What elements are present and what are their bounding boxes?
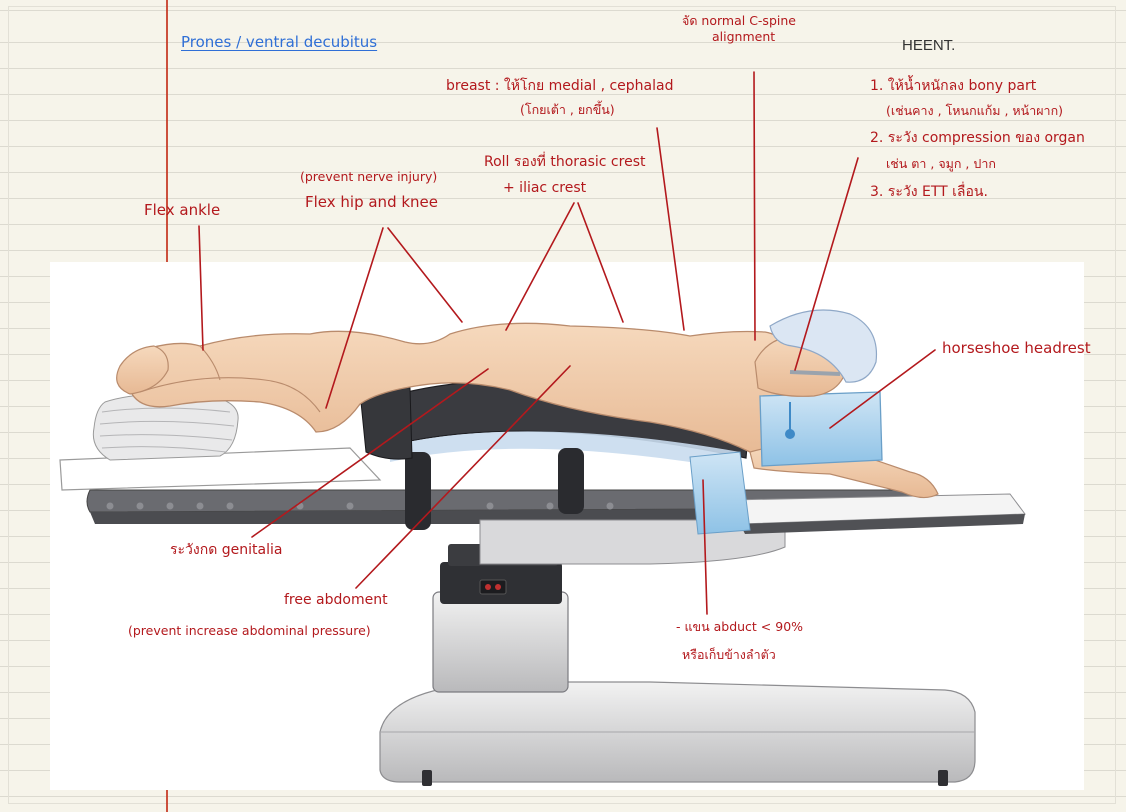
annotation-hip-line1: (prevent nerve injury) (300, 170, 437, 184)
heent-item-1: 1. ให้น้ำหนักลง bony part (870, 78, 1036, 94)
heent-item-2-detail: เช่น ตา , จมูก , ปาก (886, 157, 996, 171)
annotation-breast-line1: breast : ให้โกย medial , cephalad (446, 78, 674, 94)
horseshoe-headrest (760, 392, 882, 466)
surgical-table-figure (50, 262, 1084, 790)
annotation-ankle: Flex ankle (144, 202, 220, 219)
annotation-breast-line2: (โกยเต้า , ยกขึ้น) (520, 103, 615, 117)
page-title: Prones / ventral decubitus (181, 33, 377, 51)
annotation-abdomen-line1: free abdoment (284, 592, 388, 608)
annotation-cspine-line1: จัด normal C-spine (682, 14, 796, 28)
table-pillar (433, 592, 568, 692)
heent-item-3: 3. ระวัง ETT เลื่อน. (870, 184, 988, 200)
annotation-genitalia: ระวังกด genitalia (170, 542, 282, 558)
annotation-cspine-line2: alignment (712, 30, 775, 44)
gel-block (690, 452, 750, 534)
annotation-roll-line2: + iliac crest (503, 180, 586, 196)
heent-item-2: 2. ระวัง compression ของ organ (870, 130, 1085, 146)
annotation-arm-line1: - แขน abduct < 90% (676, 620, 803, 634)
annotation-arm-line2: หรือเก็บข้างลำตัว (682, 648, 776, 662)
annotation-abdomen-line2: (prevent increase abdominal pressure) (128, 624, 371, 638)
prone-position-illustration (50, 262, 1084, 790)
annotation-hip-line2: Flex hip and knee (305, 194, 438, 211)
heent-heading: HEENT. (902, 37, 955, 54)
annotation-headrest: horseshoe headrest (942, 340, 1091, 357)
annotation-roll-line1: Roll รองที่ thorasic crest (484, 154, 645, 170)
heent-item-1-detail: (เช่นคาง , โหนกแก้ม , หน้าผาก) (886, 104, 1063, 118)
